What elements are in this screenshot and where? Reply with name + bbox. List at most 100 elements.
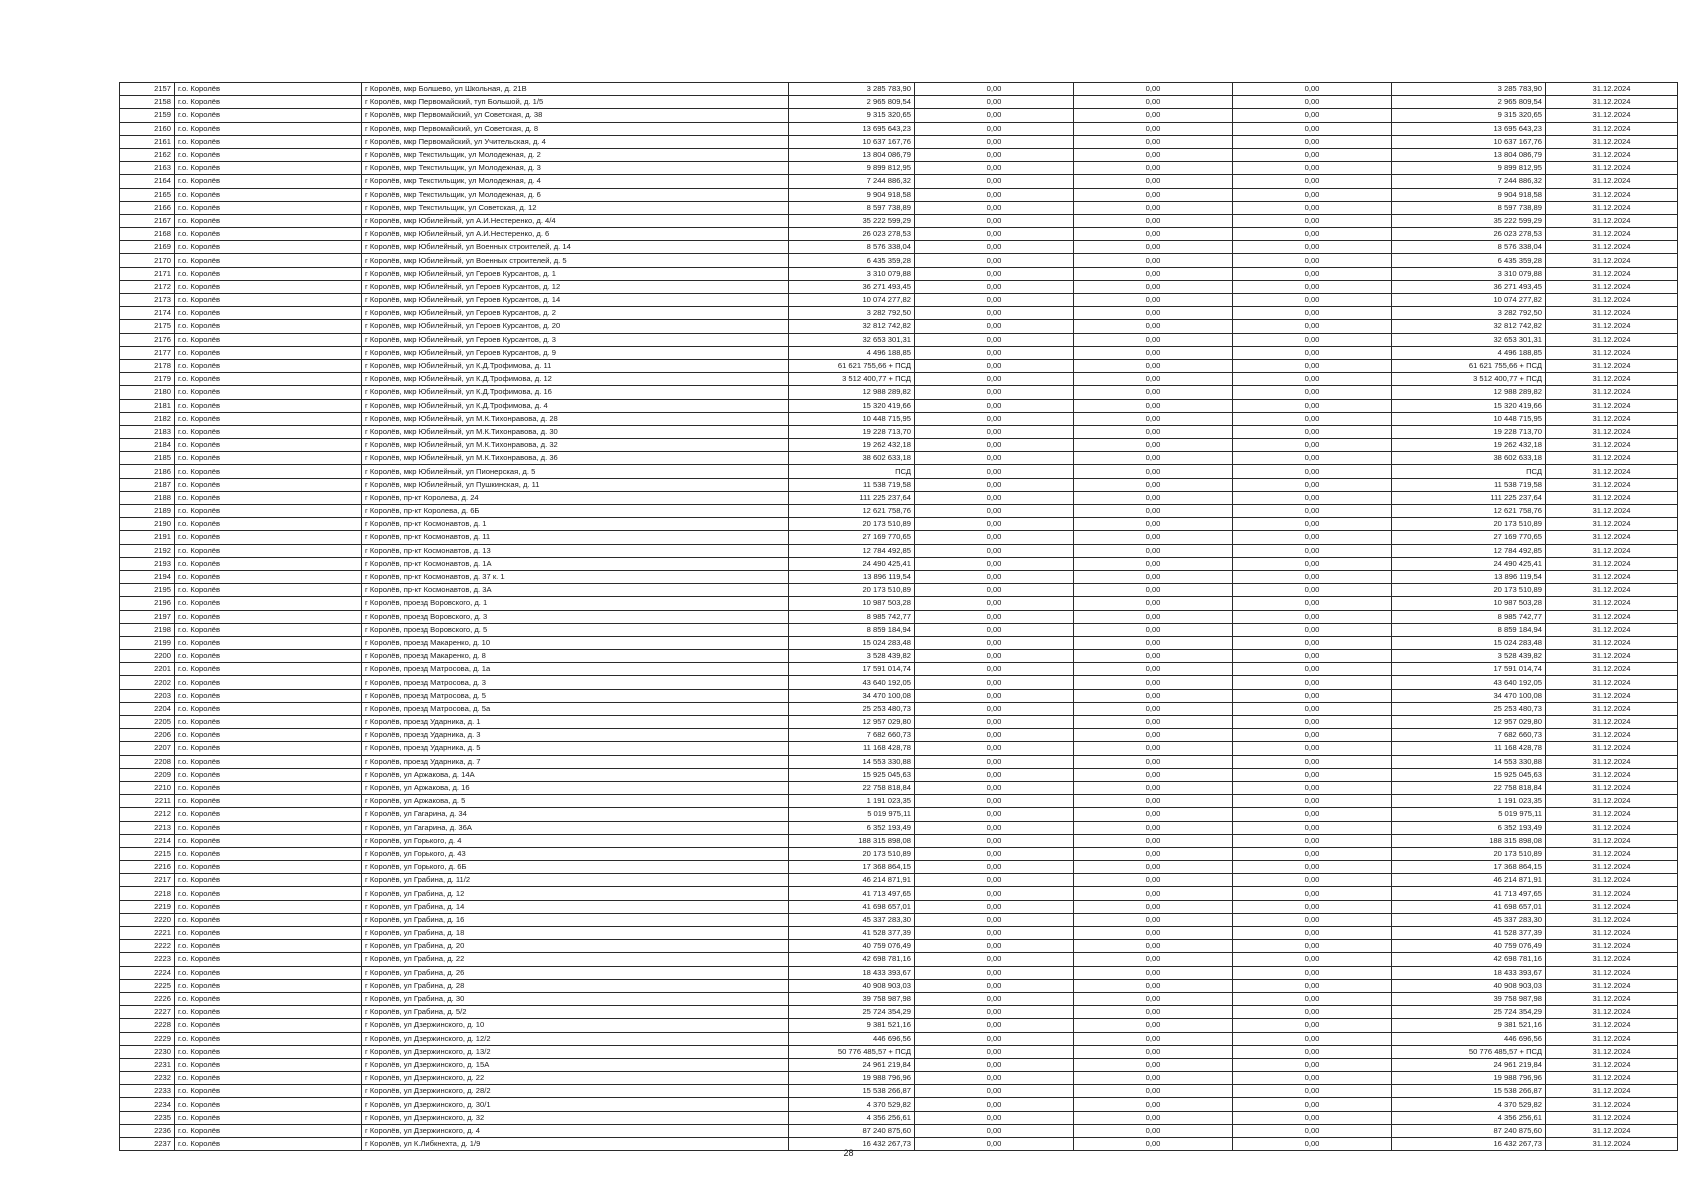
address-cell: г Королёв, пр-кт Королева, д. 6Б (361, 503, 789, 519)
amount-col-3-cell: 0,00 (1073, 1110, 1233, 1125)
deadline-date-cell: 31.12.2024 (1545, 925, 1678, 941)
amount-col-4-cell: 0,00 (1232, 701, 1392, 717)
amount-cell: 15 925 045,63 (788, 767, 915, 782)
municipality-cell: г.о. Королёв (174, 332, 362, 347)
address-cell: г Королёв, проезд Матросова, д. 1а (361, 662, 789, 677)
amount-col-3-cell: 0,00 (1073, 675, 1233, 690)
amount-col-3-cell: 0,00 (1073, 319, 1233, 334)
total-amount-cell: 19 988 796,96 (1391, 1071, 1546, 1086)
row-number-cell: 2230 (119, 1044, 175, 1059)
deadline-date-cell: 31.12.2024 (1545, 464, 1678, 479)
deadline-date-cell: 31.12.2024 (1545, 358, 1678, 374)
row-number-cell: 2226 (119, 991, 175, 1007)
row-number-cell: 2186 (119, 464, 175, 479)
municipality-cell: г.о. Королёв (174, 569, 362, 585)
municipality-cell: г.о. Королёв (174, 121, 362, 136)
total-amount-cell: 32 653 301,31 (1391, 332, 1546, 347)
amount-col-3-cell: 0,00 (1073, 200, 1233, 215)
address-cell: г Королёв, ул Грабина, д. 30 (361, 991, 789, 1007)
row-number-cell: 2202 (119, 675, 175, 690)
amount-col-4-cell: 0,00 (1232, 873, 1392, 888)
amount-cell: 61 621 755,66 + ПСД (788, 358, 915, 374)
deadline-date-cell: 31.12.2024 (1545, 807, 1678, 822)
municipality-cell: г.о. Королёв (174, 108, 362, 123)
address-cell: г Королёв, ул Грабина, д. 28 (361, 978, 789, 993)
municipality-cell: г.о. Королёв (174, 319, 362, 334)
amount-col-4-cell: 0,00 (1232, 438, 1392, 453)
amount-col-3-cell: 0,00 (1073, 978, 1233, 993)
deadline-date-cell: 31.12.2024 (1545, 438, 1678, 453)
amount-col-3-cell: 0,00 (1073, 1084, 1233, 1099)
amount-col-2-cell: 0,00 (914, 147, 1074, 163)
row-number-cell: 2228 (119, 1018, 175, 1033)
amount-col-4-cell: 0,00 (1232, 200, 1392, 215)
amount-col-3-cell: 0,00 (1073, 714, 1233, 730)
row-number-cell: 2163 (119, 161, 175, 176)
row-number-cell: 2162 (119, 147, 175, 163)
row-number-cell: 2209 (119, 767, 175, 782)
amount-col-3-cell: 0,00 (1073, 622, 1233, 637)
amount-col-2-cell: 0,00 (914, 965, 1074, 980)
municipality-cell: г.о. Королёв (174, 530, 362, 545)
amount-col-2-cell: 0,00 (914, 358, 1074, 374)
amount-col-3-cell: 0,00 (1073, 147, 1233, 163)
amount-cell: 46 214 871,91 (788, 873, 915, 888)
address-cell: г Королёв, мкр Текстильщик, ул Молодежна… (361, 187, 789, 202)
municipality-cell: г.о. Королёв (174, 345, 362, 360)
municipality-cell: г.о. Королёв (174, 860, 362, 875)
amount-cell: 10 987 503,28 (788, 596, 915, 611)
amount-col-4-cell: 0,00 (1232, 319, 1392, 334)
row-number-cell: 2222 (119, 939, 175, 954)
amount-col-2-cell: 0,00 (914, 807, 1074, 822)
row-number-cell: 2200 (119, 649, 175, 664)
municipality-cell: г.о. Королёв (174, 965, 362, 980)
amount-cell: 36 271 493,45 (788, 279, 915, 295)
amount-cell: 8 597 738,89 (788, 200, 915, 215)
amount-col-4-cell: 0,00 (1232, 1044, 1392, 1059)
deadline-date-cell: 31.12.2024 (1545, 662, 1678, 677)
deadline-date-cell: 31.12.2024 (1545, 81, 1678, 97)
deadline-date-cell: 31.12.2024 (1545, 991, 1678, 1007)
amount-col-3-cell: 0,00 (1073, 81, 1233, 97)
row-number-cell: 2208 (119, 754, 175, 769)
amount-col-4-cell: 0,00 (1232, 1031, 1392, 1046)
address-cell: г Королёв, ул Дзержинского, д. 13/2 (361, 1044, 789, 1059)
municipality-cell: г.о. Королёв (174, 754, 362, 769)
total-amount-cell: 45 337 283,30 (1391, 912, 1546, 928)
row-number-cell: 2175 (119, 319, 175, 334)
amount-col-2-cell: 0,00 (914, 1097, 1074, 1112)
amount-col-2-cell: 0,00 (914, 622, 1074, 637)
amount-col-3-cell: 0,00 (1073, 543, 1233, 558)
amount-col-4-cell: 0,00 (1232, 925, 1392, 941)
total-amount-cell: 13 896 119,54 (1391, 569, 1546, 585)
amount-cell: 3 285 783,90 (788, 81, 915, 97)
amount-col-3-cell: 0,00 (1073, 1097, 1233, 1112)
municipality-cell: г.о. Королёв (174, 728, 362, 743)
address-cell: г Королёв, мкр Юбилейный, ул М.К.Тихонра… (361, 411, 789, 426)
amount-cell: 9 899 812,95 (788, 161, 915, 176)
amount-col-4-cell: 0,00 (1232, 662, 1392, 677)
total-amount-cell: 15 320 419,66 (1391, 398, 1546, 413)
amount-cell: 24 490 425,41 (788, 556, 915, 571)
total-amount-cell: 17 368 864,15 (1391, 860, 1546, 875)
total-amount-cell: 8 597 738,89 (1391, 200, 1546, 215)
deadline-date-cell: 31.12.2024 (1545, 1123, 1678, 1139)
amount-col-3-cell: 0,00 (1073, 332, 1233, 347)
row-number-cell: 2174 (119, 306, 175, 321)
amount-col-3-cell: 0,00 (1073, 873, 1233, 888)
municipality-cell: г.о. Королёв (174, 1071, 362, 1086)
amount-col-2-cell: 0,00 (914, 635, 1074, 651)
address-cell: г Королёв, мкр Текстильщик, ул Советская… (361, 200, 789, 215)
deadline-date-cell: 31.12.2024 (1545, 240, 1678, 255)
address-cell: г Королёв, мкр Первомайский, ул Советска… (361, 121, 789, 136)
amount-col-3-cell: 0,00 (1073, 1057, 1233, 1073)
